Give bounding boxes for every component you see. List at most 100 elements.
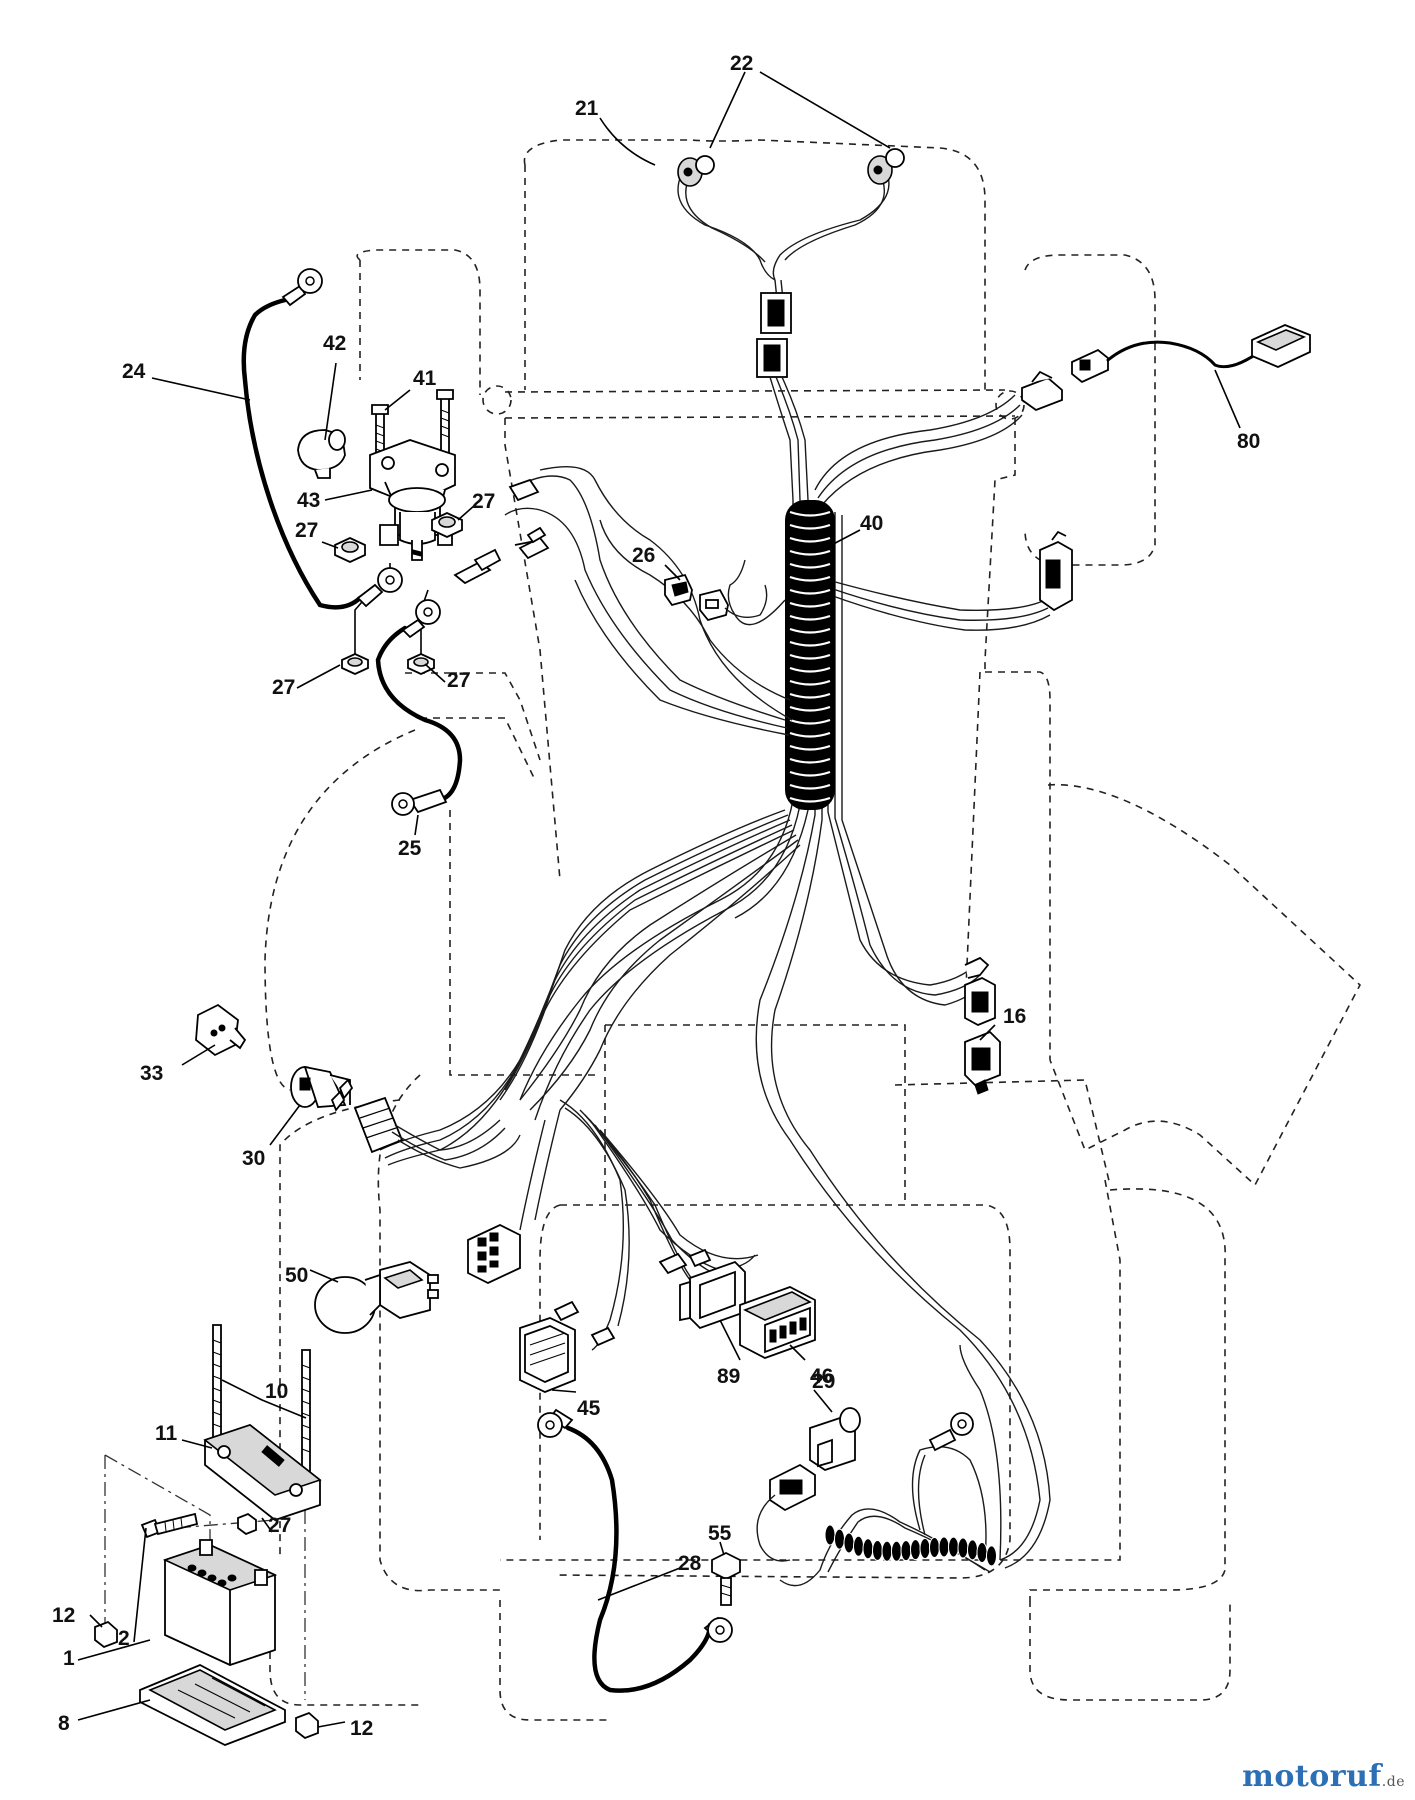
callout-46: 46	[810, 1365, 833, 1388]
callout-1: 1	[63, 1647, 75, 1670]
coil-turn	[938, 1536, 950, 1558]
conduit-ridge	[789, 510, 831, 517]
watermark-logo: motoruf.de	[1242, 1759, 1405, 1794]
callout-27-a: 27	[472, 490, 495, 513]
lower-harness-wires	[379, 809, 801, 1351]
callout-27-d: 27	[447, 669, 470, 692]
seat-switch-connector	[1021, 370, 1063, 412]
callout-16: 16	[1003, 1005, 1026, 1028]
coil-turn	[843, 1532, 855, 1554]
callout-27-b: 27	[295, 519, 318, 542]
tractor-body-outline	[264, 139, 1361, 1721]
solenoid-bolt-right	[436, 389, 454, 456]
ground-cable	[537, 1408, 733, 1693]
hex-nut-27a	[334, 537, 366, 563]
ignition-switch	[290, 1065, 404, 1154]
conduit-ridge	[789, 770, 831, 777]
conduit-ridge	[789, 627, 831, 634]
pto-coil	[824, 1524, 997, 1567]
starter-solenoid	[369, 439, 456, 561]
battery-cable-24	[241, 268, 403, 610]
conduit-ridge	[789, 653, 831, 660]
coil-turn	[967, 1539, 978, 1561]
conduit-ridge	[789, 575, 831, 582]
callout-41: 41	[413, 367, 437, 390]
battery	[162, 1539, 278, 1666]
coil-turn	[872, 1539, 883, 1561]
seat-switch	[1251, 324, 1311, 368]
small-connectors	[553, 1248, 712, 1347]
coil-turn	[900, 1540, 912, 1562]
coil-turn	[824, 1524, 836, 1546]
conduit-ridge	[789, 757, 831, 764]
hour-meter	[739, 1286, 816, 1359]
watermark-suffix: .de	[1381, 1774, 1405, 1790]
callout-33: 33	[140, 1062, 163, 1085]
coil-turn	[891, 1540, 902, 1562]
callout-27-c: 27	[272, 676, 295, 699]
conduit-ridge	[789, 679, 831, 686]
callout-10: 10	[265, 1380, 288, 1403]
coil-turn	[948, 1536, 959, 1558]
coil-turn	[976, 1541, 988, 1563]
conduit-ridge	[789, 549, 831, 556]
conduit-ridge	[789, 796, 831, 803]
watermark-brand: motoruf	[1242, 1759, 1382, 1794]
callout-55: 55	[708, 1522, 732, 1545]
coil-turn	[862, 1538, 874, 1560]
seat-switch-harness	[814, 324, 1311, 506]
battery-tray	[139, 1664, 286, 1746]
callout-43: 43	[297, 489, 320, 512]
callout-12-b: 12	[350, 1717, 373, 1740]
hex-nut-27b	[431, 512, 463, 538]
conduit-ridge	[789, 640, 831, 647]
left-harness-branch	[504, 465, 793, 736]
headlight-bulb-left	[677, 155, 715, 187]
callout-11: 11	[155, 1422, 178, 1445]
callout-2: 2	[118, 1627, 130, 1650]
coil-turn	[881, 1540, 893, 1562]
conduit-ridge	[789, 614, 831, 621]
conduit-ridge	[789, 536, 831, 543]
callout-45: 45	[577, 1397, 601, 1420]
conduit-ridge	[789, 731, 831, 738]
callout-25: 25	[398, 837, 422, 860]
battery-cable-25	[375, 599, 463, 816]
pto-switch-connector	[1039, 530, 1073, 612]
battery-bolt	[140, 1512, 199, 1539]
coil-turn	[834, 1528, 845, 1550]
hour-meter-bezel	[679, 1260, 746, 1330]
pto-clutch-connector	[769, 1463, 816, 1512]
conduit-ridge	[789, 562, 831, 569]
conduit-ridge	[789, 523, 831, 530]
conduit-ridge	[789, 588, 831, 595]
coil-turn	[986, 1545, 997, 1567]
hex-nut-27c	[341, 653, 369, 675]
ground-bolt	[711, 1551, 741, 1606]
ignition-connector	[353, 1096, 404, 1154]
relay	[964, 1030, 1001, 1095]
ring-terminal	[281, 268, 323, 307]
callout-42: 42	[323, 332, 346, 355]
callout-8: 8	[58, 1712, 70, 1735]
lower-connector-block	[467, 1224, 521, 1284]
hold-down-nut-12b	[295, 1711, 319, 1740]
callout-50: 50	[285, 1264, 308, 1287]
callout-89: 89	[717, 1365, 740, 1388]
coil-turn	[853, 1535, 864, 1557]
callout-40: 40	[860, 512, 883, 535]
leader-lines	[77, 71, 1241, 1728]
callout-12-a: 12	[52, 1604, 75, 1627]
ignition-harness-wires	[391, 1119, 521, 1169]
brake-switch	[809, 1407, 861, 1471]
callout-21: 21	[575, 97, 599, 120]
pto-switch	[314, 1261, 439, 1334]
headlight-bulb-right	[867, 148, 905, 185]
harness-conduit	[785, 500, 835, 810]
hex-nut-27d	[407, 653, 435, 675]
callout-24: 24	[122, 360, 146, 383]
fuse-holder	[664, 573, 768, 622]
seat-switch-plug	[1071, 348, 1109, 384]
coil-turn	[929, 1536, 940, 1558]
